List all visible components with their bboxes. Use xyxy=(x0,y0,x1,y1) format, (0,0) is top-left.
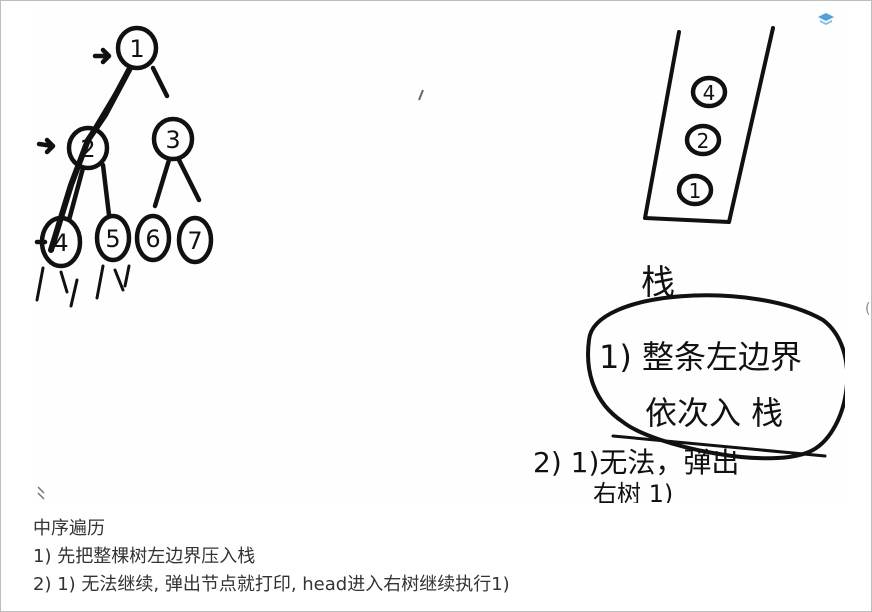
tree-node-circle-7 xyxy=(176,215,214,265)
arrow-to-node-1 xyxy=(92,47,112,65)
stack-container xyxy=(643,26,775,224)
tree-edge-2-4 xyxy=(66,165,86,223)
tree-node-circle-2 xyxy=(66,125,110,171)
stack-item-label-1: 1 xyxy=(689,179,702,203)
tree-node-label-3: 3 xyxy=(165,126,180,154)
tree-node-label-2: 2 xyxy=(80,135,95,163)
tree-node-circle-1 xyxy=(115,25,159,71)
notes-title: 中序遍历 xyxy=(33,518,105,539)
left-boundary-stroke xyxy=(48,67,132,253)
tree-edge-3-7 xyxy=(176,157,202,203)
scroll-edge-icon[interactable]: ( xyxy=(865,301,871,317)
stray-mark xyxy=(418,89,424,101)
tree-edge-2-5 xyxy=(100,162,112,218)
stack-item-circle-1 xyxy=(676,173,714,207)
notes-section: 中序遍历 1) 先把整棵树左边界压入栈 2) 1) 无法继续, 弹出节点就打印,… xyxy=(33,515,853,599)
tree-node-label-1: 1 xyxy=(129,35,144,63)
step1-enclosure xyxy=(586,293,845,461)
tree-node-label-7: 7 xyxy=(187,227,202,255)
cloud-icon xyxy=(818,13,834,25)
arrow-to-node-2 xyxy=(36,137,56,155)
tree-edge-1-3 xyxy=(150,65,170,99)
stack-item-label-2: 2 xyxy=(697,129,710,153)
step1-text-line1: 1) 整条左边界 xyxy=(599,338,802,376)
tree-edge-3-6 xyxy=(152,157,172,209)
whiteboard-image: 1 2 3 4 5 6 7 4 2 1 栈 1) 整条左边界 依次入 栈 2) … xyxy=(33,10,845,503)
tree-node-label-6: 6 xyxy=(145,225,160,253)
tree-node-circle-3 xyxy=(151,116,195,162)
step2-underline xyxy=(611,434,827,458)
tree-node-label-4: 4 xyxy=(53,229,68,257)
tree-node-circle-6 xyxy=(134,213,172,263)
whiteboard-drawing: 1 2 3 4 5 6 7 4 2 1 栈 1) 整条左边界 依次入 栈 2) … xyxy=(34,25,845,503)
notes-line-2: 2) 1) 无法继续, 弹出节点就打印, head进入右树继续执行1) xyxy=(33,574,510,595)
expand-handle-icon[interactable] xyxy=(35,483,49,501)
step2-text-line2: 右树 1) xyxy=(593,480,673,503)
app-icon[interactable] xyxy=(816,11,836,27)
stack-item-circle-2 xyxy=(684,123,722,157)
null-marks xyxy=(35,264,131,308)
step1-text-line2: 依次入 栈 xyxy=(645,394,783,432)
stack-item-circle-4 xyxy=(690,75,728,109)
notes-line-1: 1) 先把整棵树左边界压入栈 xyxy=(33,546,256,567)
stack-label: 栈 xyxy=(641,263,675,303)
stack-item-label-4: 4 xyxy=(703,81,716,105)
tree-node-label-5: 5 xyxy=(105,225,120,253)
tree-node-circle-5 xyxy=(94,213,132,263)
step2-text-line1: 2) 1)无法，弹出 xyxy=(533,446,739,479)
